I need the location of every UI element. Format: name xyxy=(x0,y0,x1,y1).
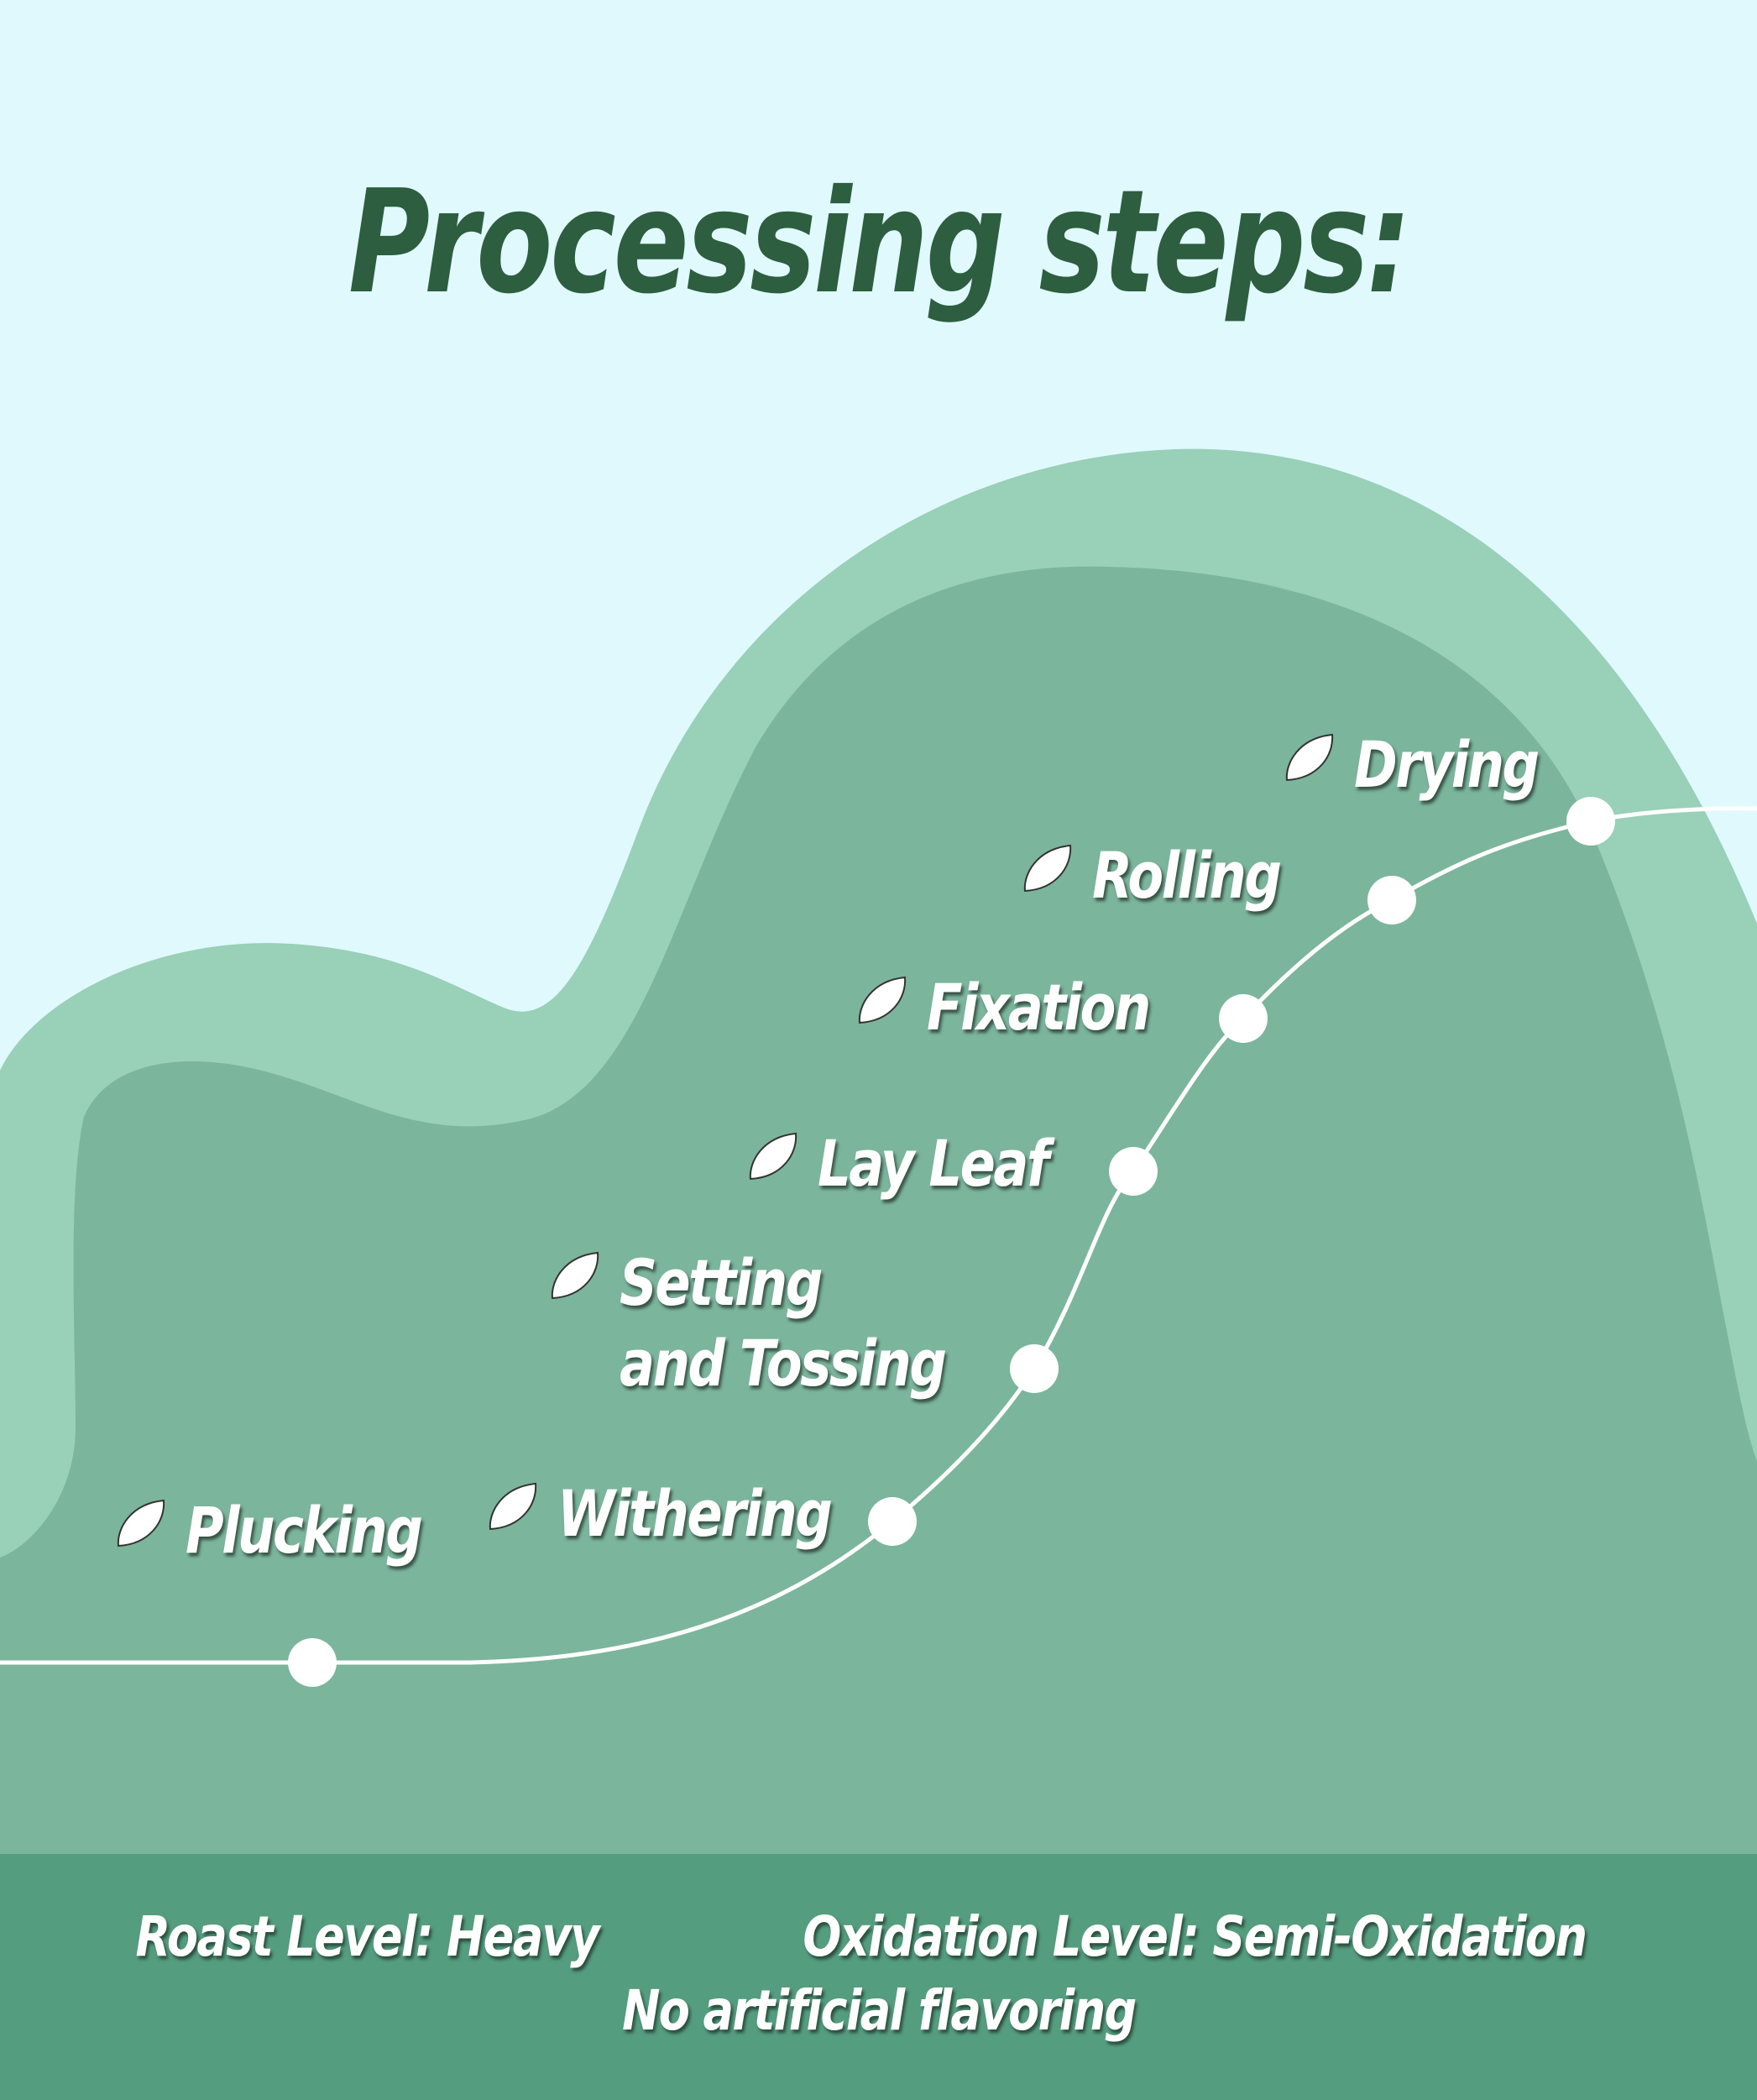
step-drying: Drying xyxy=(1282,725,1578,805)
oxidation-level: Oxidation Level: Semi-Oxidation xyxy=(803,1904,1587,1969)
step-rolling: Rolling xyxy=(1020,835,1321,916)
step-setting-and-tossing: Setting and Tossing xyxy=(547,1243,1017,1404)
roast-level: Roast Level: Heavy xyxy=(135,1904,600,1969)
leaf-icon xyxy=(858,976,907,1024)
path-node-fixation xyxy=(1219,994,1268,1043)
leaf-icon xyxy=(1023,844,1072,893)
path-node-drying xyxy=(1566,797,1615,846)
step-label: Drying xyxy=(1354,727,1540,802)
step-label: Rolling xyxy=(1092,838,1282,913)
step-fixation: Fixation xyxy=(855,967,1198,1048)
path-node-withering xyxy=(868,1497,917,1546)
step-label: Fixation xyxy=(927,970,1151,1045)
page-title: Processing steps: xyxy=(348,160,1411,326)
step-label: Lay Leaf xyxy=(818,1126,1049,1201)
no-flavoring-note: No artificial flavoring xyxy=(621,1978,1137,2043)
step-label: Withering xyxy=(557,1476,833,1551)
step-withering: Withering xyxy=(485,1474,891,1554)
leaf-icon xyxy=(489,1482,537,1531)
step-label: Setting and Tossing xyxy=(620,1245,947,1401)
hill-dark xyxy=(0,566,1757,1854)
process-path xyxy=(0,806,1757,1665)
footer-attributes: Roast Level: Heavy Oxidation Level: Semi-… xyxy=(0,1904,1757,1969)
footer-band xyxy=(0,1854,1757,2100)
step-lay-leaf: Lay Leaf xyxy=(745,1123,1098,1204)
leaf-icon xyxy=(749,1132,797,1181)
step-label: Plucking xyxy=(186,1493,423,1568)
leaf-icon xyxy=(1285,733,1334,782)
path-node-plucking xyxy=(288,1638,337,1687)
footer-note-line: No artificial flavoring xyxy=(0,1978,1757,2043)
leaf-icon xyxy=(117,1499,165,1548)
leaf-icon xyxy=(551,1251,599,1300)
path-node-lay-leaf xyxy=(1109,1147,1158,1196)
path-node-rolling xyxy=(1367,876,1416,924)
step-plucking: Plucking xyxy=(113,1490,473,1571)
path-node-setting-and-tossing xyxy=(1010,1344,1059,1393)
